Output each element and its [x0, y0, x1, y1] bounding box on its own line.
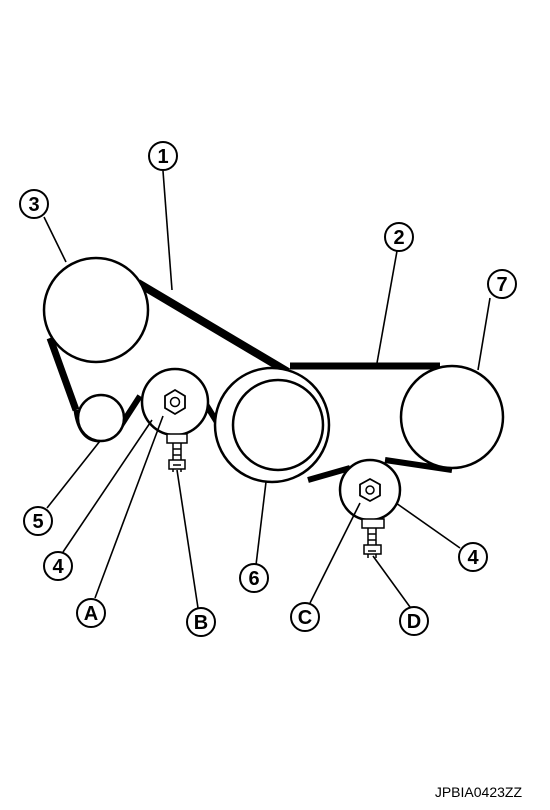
- callout-3-label: 3: [28, 194, 39, 216]
- callout-d-label: D: [407, 611, 421, 633]
- callout-1-label: 1: [157, 146, 168, 168]
- callout-b: B: [186, 607, 216, 637]
- callout-a: A: [76, 598, 106, 628]
- callout-a-label: A: [84, 603, 98, 625]
- callout-5: 5: [23, 506, 53, 536]
- callout-5-label: 5: [32, 511, 43, 533]
- callout-7: 7: [487, 269, 517, 299]
- pulley-6: [213, 366, 331, 484]
- callout-6: 6: [239, 563, 269, 593]
- callout-3: 3: [19, 189, 49, 219]
- callout-1: 1: [148, 141, 178, 171]
- idler-pulley-4-left: [140, 367, 210, 437]
- callout-6-label: 6: [248, 568, 259, 590]
- callout-c-label: C: [298, 607, 312, 629]
- pulley-3: [42, 256, 150, 364]
- callout-4-right-label: 4: [467, 547, 479, 569]
- callout-b-label: B: [194, 612, 208, 634]
- callout-7-label: 7: [496, 274, 507, 296]
- callout-c: C: [290, 602, 320, 632]
- figure-reference-code: JPBIA0423ZZ: [435, 784, 523, 800]
- adjusting-bolt-b: [166, 433, 188, 472]
- leader-lines: [43, 170, 491, 609]
- callout-d: D: [399, 606, 429, 636]
- callout-2-label: 2: [393, 227, 404, 249]
- pulley-5: [76, 393, 126, 443]
- idler-pulley-4-right: [338, 458, 402, 522]
- adjusting-bolt-d: [361, 518, 385, 558]
- callout-4-left: 4: [43, 551, 73, 581]
- callout-2: 2: [384, 222, 414, 252]
- drive-belt-2: [290, 362, 453, 483]
- callout-4-right: 4: [458, 542, 488, 572]
- pulley-7: [399, 364, 505, 470]
- callout-4-left-label: 4: [52, 556, 64, 578]
